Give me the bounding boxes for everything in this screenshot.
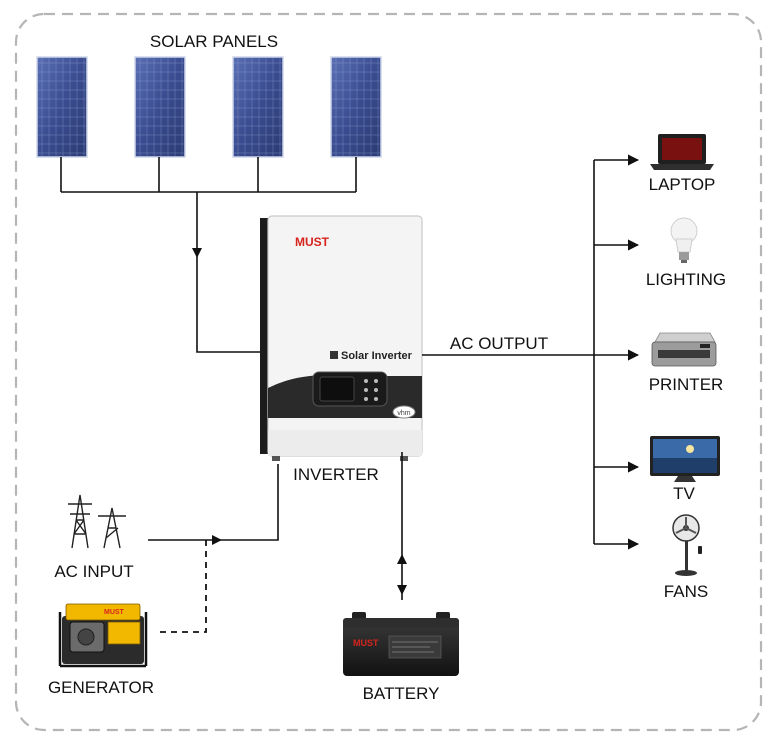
inverter-brand-logo: MUST [295,235,330,249]
diagram-border [14,12,763,732]
inverter-model-text: Solar Inverter [341,350,413,362]
load-label-tv: TV [673,484,695,503]
tv-icon [650,436,720,482]
ac-input-wiring [148,464,279,633]
inverter-badge: vhm [397,410,410,417]
inverter-label: INVERTER [293,465,379,484]
ac-output-wiring [422,154,640,550]
inverter-lcd-screen [319,376,355,402]
battery-brand-logo: MUST [353,638,379,648]
solar-panel-4 [330,56,382,158]
light-bulb-icon [670,217,698,263]
solar-panel-2 [134,56,186,158]
load-label-laptop: LAPTOP [649,175,716,194]
ac-output-label: AC OUTPUT [450,334,548,353]
load-label-lighting: LIGHTING [646,270,726,289]
battery-label: BATTERY [363,684,440,703]
solar-panel-1 [36,56,88,158]
laptop-icon [650,134,714,170]
printer-icon [651,332,717,367]
load-label-printer: PRINTER [649,375,724,394]
battery-wiring [397,452,407,600]
ac-input-label: AC INPUT [54,562,133,581]
ac-input-flow-arrow [212,535,222,545]
generator-icon: MUST [58,603,148,668]
solar-panel-3 [232,56,284,158]
panel-wiring [60,157,357,353]
load-label-fans: FANS [664,582,708,601]
panel-flow-arrow [192,248,202,258]
inverter-model-icon [330,351,338,359]
power-tower-icon [68,494,126,549]
generator-brand-logo: MUST [104,609,125,616]
inverter-unit: MUST Solar Inverter vhm [260,215,423,461]
fan-icon [672,514,702,576]
generator-label: GENERATOR [48,678,154,697]
solar-panels-label: SOLAR PANELS [150,32,278,51]
battery-icon: MUST [343,612,459,676]
